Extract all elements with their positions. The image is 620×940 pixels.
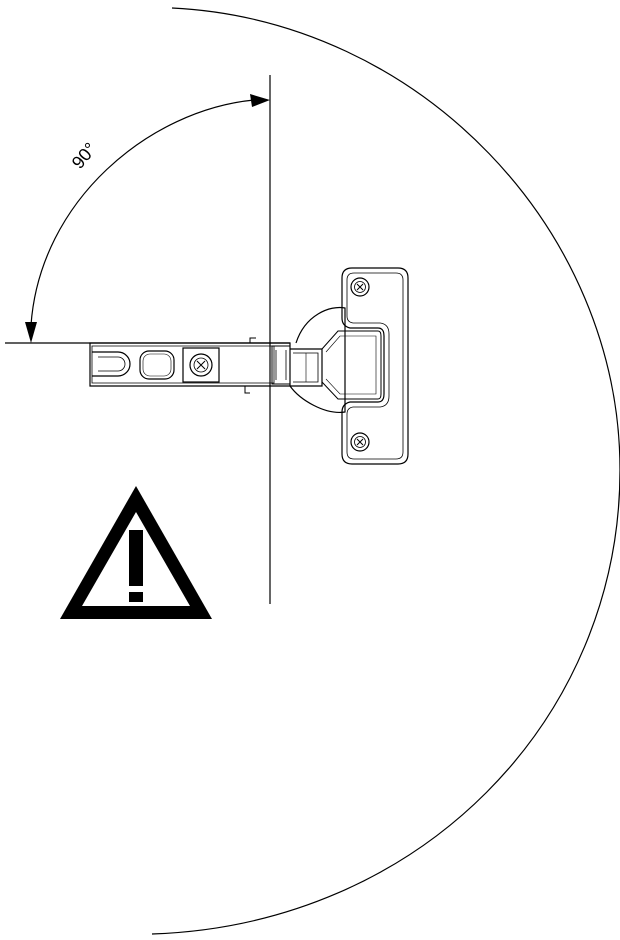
warning-triangle-icon [60,486,212,619]
arrowhead-top-icon [250,94,270,107]
plate-screw-bottom [350,432,370,452]
arrowhead-bottom-icon [25,322,37,343]
hinge-arm [89,337,291,394]
exclamation-bar [129,530,143,586]
oval-slot [139,350,175,380]
angle-label: 90° [68,139,101,173]
angle-dimension: 90° [25,94,270,343]
adjustment-slot [92,351,131,377]
door-swing-arc [151,7,620,935]
hinge-linkage [290,348,323,387]
screw-top-icon [350,277,370,297]
exclamation-dot [129,592,143,602]
arm-screw-icon [189,353,213,377]
mounting-plate [321,267,409,465]
hinge-cup [289,306,346,413]
arm-screw-plate [182,347,220,383]
screw-bottom-icon [350,432,370,452]
angle-arc [30,99,255,326]
plate-screw-top [350,277,370,297]
